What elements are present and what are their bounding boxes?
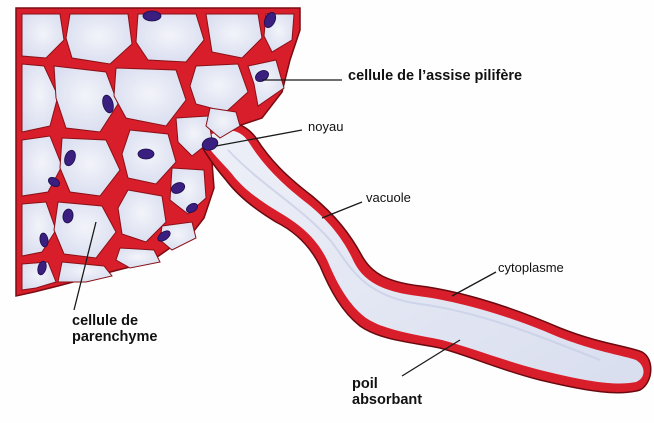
label-cellule-assise-pilifere: cellule de l’assise pilifère — [348, 69, 522, 85]
nucleus — [143, 11, 161, 21]
label-parenchyme-line1: cellule de — [72, 314, 157, 330]
leader-cytoplasme — [452, 272, 496, 296]
label-poil-line1: poil — [352, 377, 422, 393]
label-vacuole: vacuole — [366, 191, 411, 205]
nucleus — [138, 149, 154, 159]
label-parenchyme-line2: parenchyme — [72, 330, 157, 346]
label-cellule-de-parenchyme: cellule de parenchyme — [72, 314, 157, 345]
label-cytoplasme: cytoplasme — [498, 261, 564, 275]
label-poil-line2: absorbant — [352, 393, 422, 409]
label-poil-absorbant: poil absorbant — [352, 377, 422, 408]
label-noyau: noyau — [308, 120, 343, 134]
